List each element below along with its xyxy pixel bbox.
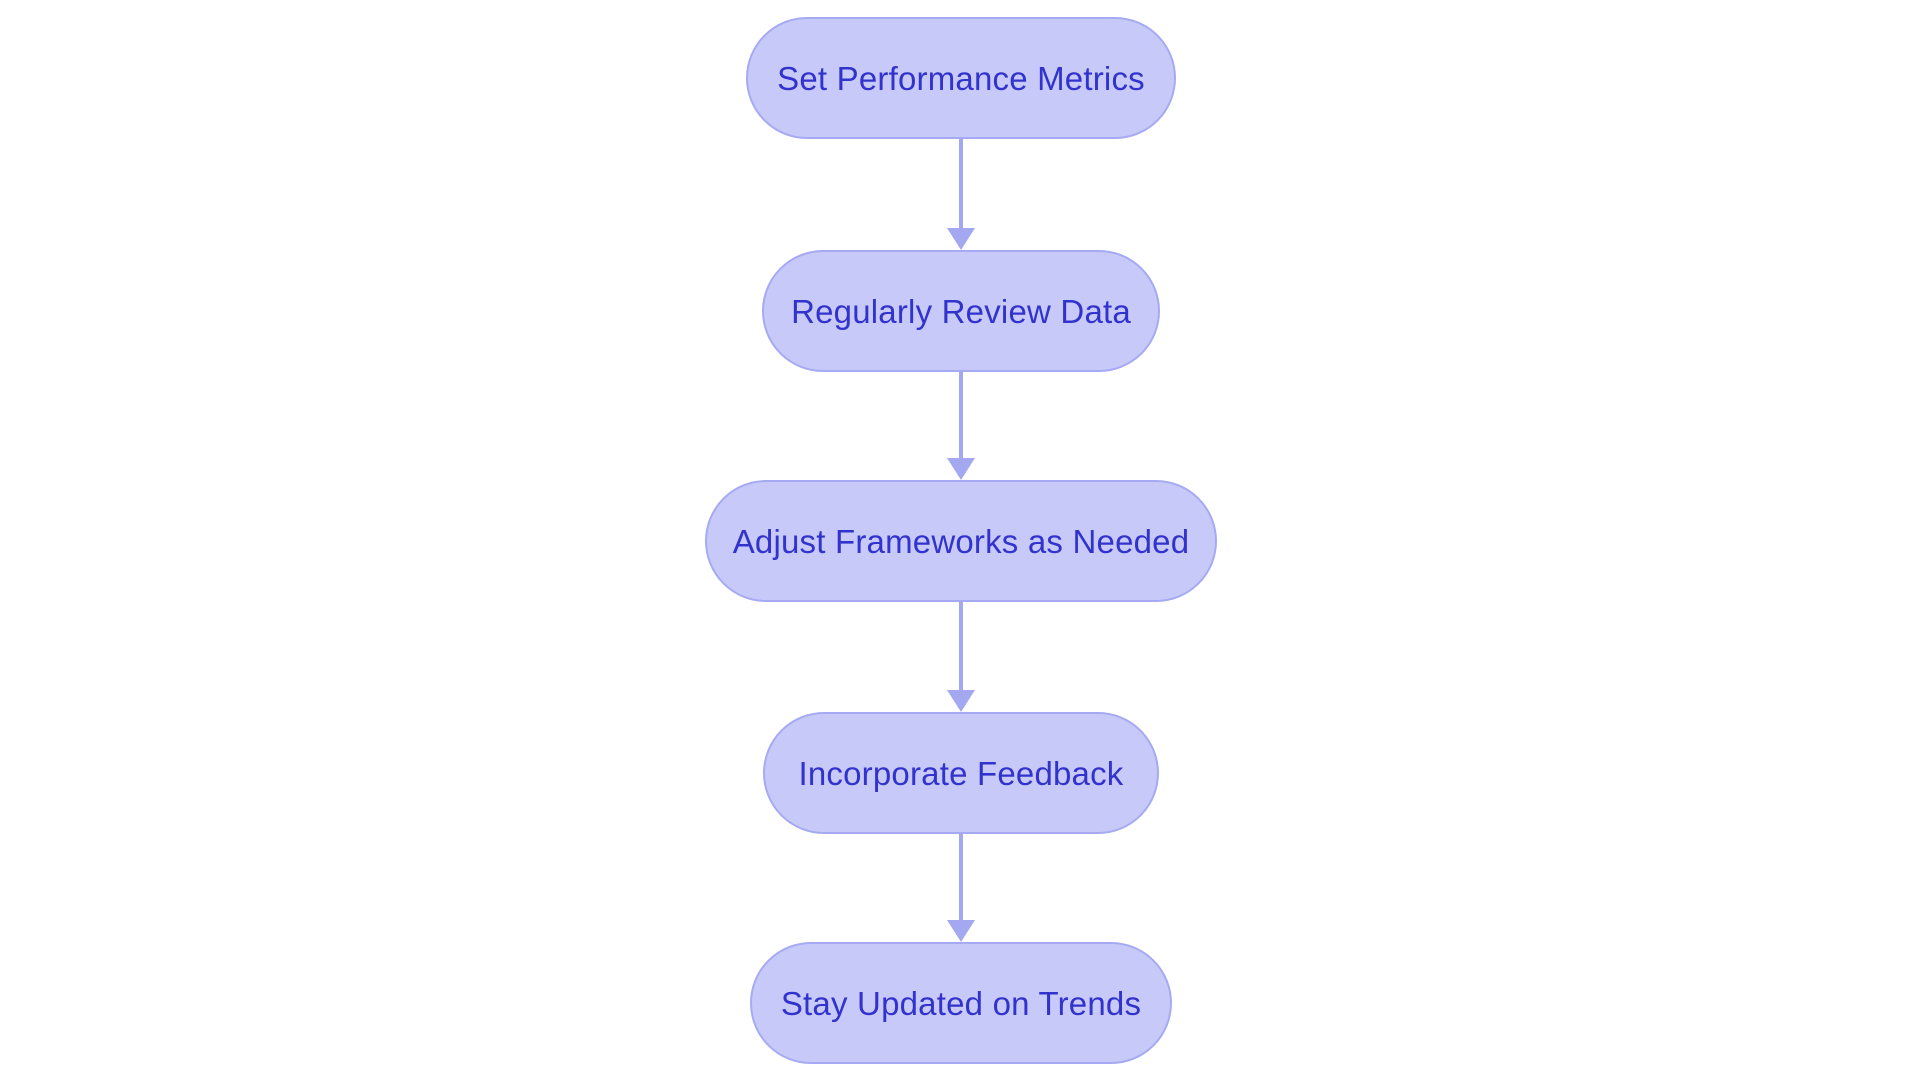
arrow-down-icon (947, 690, 975, 712)
edge-line (959, 139, 963, 228)
flow-node-set-performance-metrics[interactable]: Set Performance Metrics (746, 17, 1176, 139)
flow-edge-n2-n3 (946, 372, 976, 480)
edge-line (959, 834, 963, 920)
flow-node-regularly-review-data[interactable]: Regularly Review Data (762, 250, 1160, 372)
flow-node-incorporate-feedback[interactable]: Incorporate Feedback (763, 712, 1159, 834)
arrow-down-icon (947, 920, 975, 942)
flow-node-label: Regularly Review Data (791, 292, 1131, 330)
flow-node-stay-updated-on-trends[interactable]: Stay Updated on Trends (750, 942, 1172, 1064)
flow-edge-n4-n5 (946, 834, 976, 942)
flow-edge-n3-n4 (946, 602, 976, 712)
flow-node-adjust-frameworks-as-needed[interactable]: Adjust Frameworks as Needed (705, 480, 1217, 602)
flow-node-label: Stay Updated on Trends (780, 984, 1142, 1022)
flow-edge-n1-n2 (946, 139, 976, 250)
arrow-down-icon (947, 228, 975, 250)
arrow-down-icon (947, 458, 975, 480)
flow-node-label: Set Performance Metrics (777, 59, 1145, 97)
flow-node-label: Adjust Frameworks as Needed (732, 522, 1190, 560)
flow-node-label: Incorporate Feedback (798, 754, 1124, 792)
edge-line (959, 602, 963, 690)
edge-line (959, 372, 963, 458)
